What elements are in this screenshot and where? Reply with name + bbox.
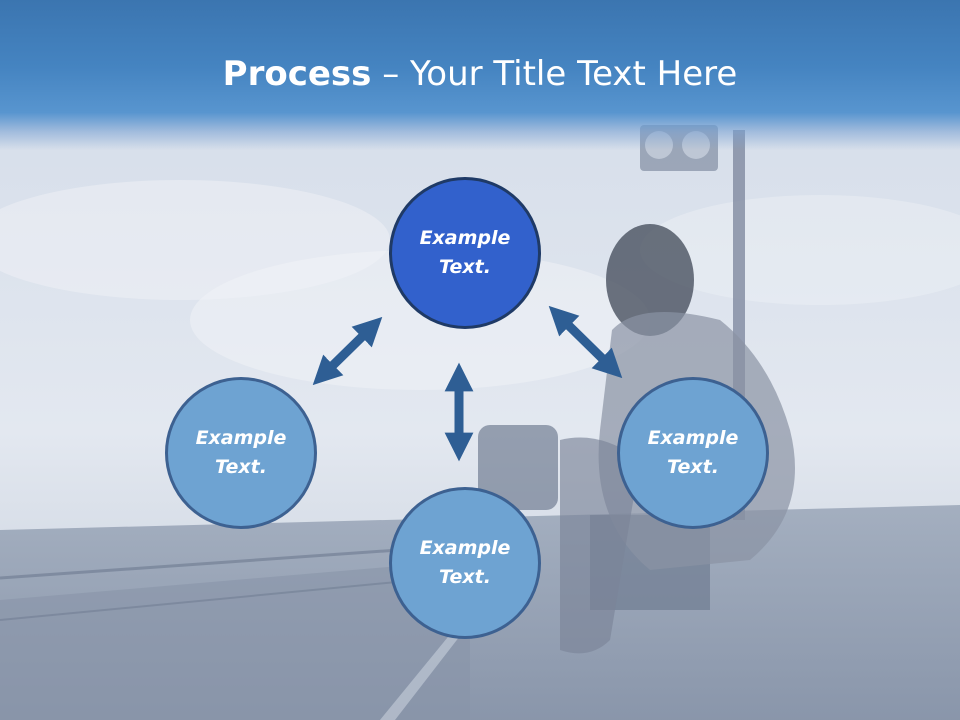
title-rest: Your Title Text Here: [410, 54, 738, 94]
title-bold: Process: [222, 54, 372, 94]
title-dash: –: [371, 54, 411, 94]
header-band: [0, 0, 960, 150]
process-node-left[interactable]: Example Text.: [165, 377, 317, 529]
node-label: Example Text.: [195, 427, 287, 478]
node-label: Example Text.: [419, 537, 511, 588]
node-label: Example Text.: [419, 227, 511, 278]
process-node-bottom[interactable]: Example Text.: [389, 487, 541, 639]
process-node-right[interactable]: Example Text.: [617, 377, 769, 529]
slide-title: Process – Your Title Text Here: [0, 52, 960, 96]
node-label: Example Text.: [647, 427, 739, 478]
process-node-top[interactable]: Example Text.: [389, 177, 541, 329]
